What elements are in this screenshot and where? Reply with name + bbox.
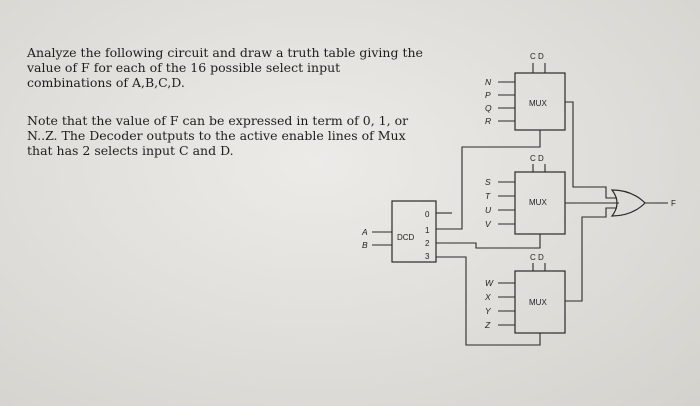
- decoder-output-wires: [436, 130, 541, 346]
- output-f-label: F: [671, 199, 676, 208]
- mux-3-input-y: Y: [485, 306, 492, 316]
- mux-1-input-n: N: [485, 77, 492, 87]
- mux-2-label: MUX: [529, 198, 547, 207]
- problem-note: Note that the value of F can be expresse…: [27, 113, 409, 158]
- mux-1-selects: C D: [530, 52, 544, 61]
- mux-2-input-s: S: [485, 177, 491, 187]
- mux-1-label: MUX: [529, 99, 547, 108]
- mux-3-input-z: Z: [484, 320, 491, 330]
- mux-1-input-r: R: [485, 116, 491, 126]
- mux-3-label: MUX: [529, 298, 547, 307]
- mux-1-input-p: P: [485, 90, 491, 100]
- mux-output-wires: [565, 101, 619, 302]
- decoder-output-1: 1: [425, 226, 430, 235]
- decoder-output-3: 3: [425, 252, 430, 261]
- mux-2: MUX C D S T U V: [485, 154, 566, 235]
- or-gate-symbol: [610, 189, 646, 217]
- or-gate: F: [610, 189, 676, 217]
- decoder-output-0: 0: [425, 210, 430, 219]
- mux-2-input-v: V: [485, 219, 492, 229]
- mux-2-input-u: U: [485, 205, 492, 215]
- decoder-label: DCD: [397, 233, 415, 242]
- mux-3-input-w: W: [485, 278, 494, 288]
- mux-3-selects: C D: [530, 253, 544, 262]
- decoder-output-2: 2: [425, 239, 430, 248]
- mux-1: MUX C D N P Q R: [485, 52, 566, 131]
- mux-3-input-x: X: [484, 292, 491, 302]
- mux-1-input-q: Q: [485, 103, 492, 113]
- mux-2-selects: C D: [530, 154, 544, 163]
- problem-statement: Analyze the following circuit and draw a…: [27, 45, 423, 90]
- mux-3: MUX C D W X Y Z: [484, 253, 566, 334]
- decoder: DCD 0 1 2 3 A B: [361, 200, 437, 263]
- decoder-input-b: B: [362, 240, 368, 250]
- decoder-input-a: A: [361, 227, 368, 237]
- mux-2-input-t: T: [485, 191, 491, 201]
